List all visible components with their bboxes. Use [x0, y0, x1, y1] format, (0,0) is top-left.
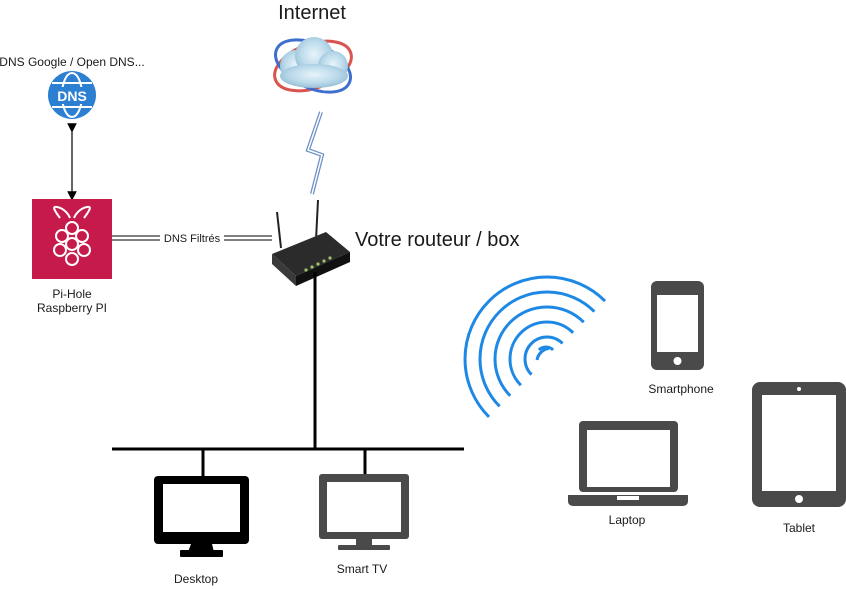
tablet-label: Tablet: [782, 521, 816, 535]
desktop-label: Desktop: [173, 572, 219, 586]
raspberry-pi-icon: [32, 199, 112, 279]
laptop-label: Laptop: [608, 513, 646, 527]
router-icon: [272, 199, 350, 286]
internet-label: Internet: [278, 2, 346, 24]
smartphone-label: Smartphone: [648, 382, 714, 396]
pihole-label: Pi-Hole: [52, 287, 92, 301]
raspberry-pi-label: Raspberry PI: [36, 301, 108, 315]
smart-tv-label: Smart TV: [336, 562, 388, 576]
dns-filtered-label: DNS Filtrés: [163, 233, 221, 245]
router-label: Votre routeur / box: [355, 229, 520, 251]
smartphone-icon: [651, 281, 704, 370]
dns-globe-icon: DNS: [48, 71, 96, 119]
lightning-link: [305, 111, 325, 195]
desktop-icon: [154, 476, 249, 557]
wifi-icon: [463, 275, 607, 419]
dns-icon-text: DNS: [57, 88, 87, 104]
laptop-icon: [568, 421, 688, 506]
dns-filtered-link: [112, 232, 272, 245]
dns-server-label: DNS Google / Open DNS...: [0, 55, 145, 69]
smart-tv-icon: [319, 474, 409, 550]
tablet-icon: [752, 382, 846, 507]
cloud-icon: [273, 37, 353, 94]
